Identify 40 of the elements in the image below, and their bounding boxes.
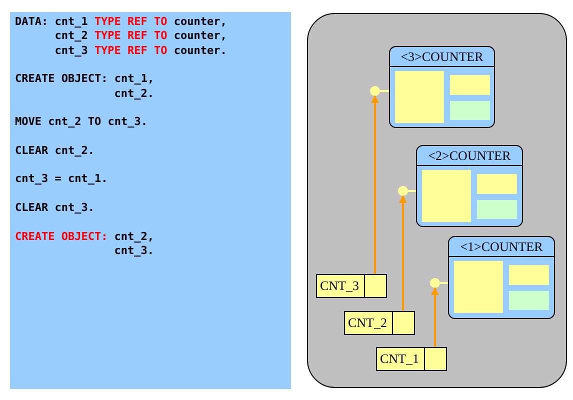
code-text: cnt_3 <box>54 44 88 58</box>
reference-point <box>398 186 408 196</box>
code-text: cnt_3. <box>114 244 154 258</box>
code-text: cnt_3 = cnt_1. <box>15 172 108 186</box>
code-keyword: TYPE REF TO <box>94 29 168 44</box>
code-text: cnt_2. <box>114 86 154 100</box>
reference-arrow <box>371 95 379 274</box>
variable-name: CNT_3 <box>320 277 360 295</box>
code-keyword: CREATE OBJECT: <box>15 230 108 244</box>
reference-variable <box>376 347 447 371</box>
object-title: <1>COUNTER <box>449 237 554 257</box>
code-text: cnt_2, <box>114 230 154 244</box>
code-text: CLEAR cnt_2. <box>15 144 94 158</box>
reference-arrow <box>399 195 407 311</box>
code-text: cnt_2 <box>54 29 88 44</box>
code-text: counter, <box>174 29 227 44</box>
reference-point <box>430 278 440 288</box>
variable-name: CNT_2 <box>348 314 388 332</box>
code-text: CREATE OBJECT: cnt_1, <box>15 72 154 86</box>
reference-variable <box>344 311 415 335</box>
link-line <box>440 282 448 284</box>
reference-arrow <box>431 287 439 347</box>
reference-variable <box>316 274 387 298</box>
object-box <box>416 145 523 227</box>
variable-name: CNT_1 <box>380 350 420 368</box>
object-box <box>448 236 555 319</box>
code-keyword: TYPE REF TO <box>94 15 168 29</box>
code-text: counter, <box>174 15 227 29</box>
code-text: CLEAR cnt_3. <box>15 200 94 215</box>
heap-panel <box>307 13 567 388</box>
link-line <box>408 190 416 192</box>
reference-point <box>370 86 380 96</box>
code-text: counter. <box>174 44 227 58</box>
code-text: DATA: cnt_1 <box>15 15 88 29</box>
object-box <box>389 46 495 128</box>
object-title: <3>COUNTER <box>390 47 494 67</box>
object-title: <2>COUNTER <box>417 146 522 166</box>
link-line <box>380 90 389 92</box>
code-keyword: TYPE REF TO <box>94 44 168 58</box>
code-text: MOVE cnt_2 TO cnt_3. <box>15 115 148 130</box>
